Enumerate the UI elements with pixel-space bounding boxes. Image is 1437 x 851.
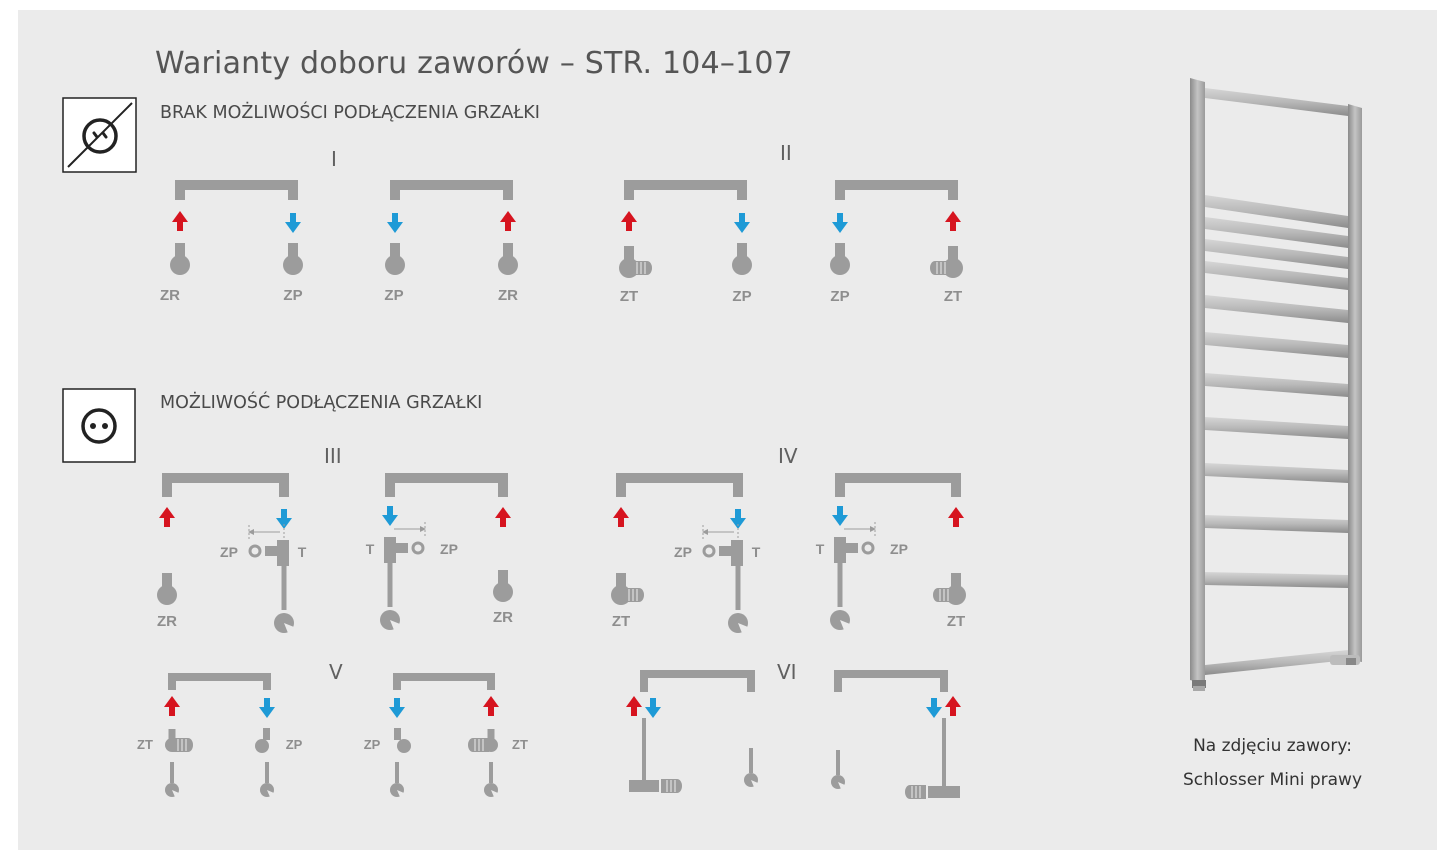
valve-label: ZR bbox=[157, 613, 177, 630]
valve-label: ZP bbox=[286, 737, 303, 752]
valve-label: T bbox=[752, 544, 761, 560]
socket-icon bbox=[62, 388, 136, 463]
valve-label: T bbox=[298, 544, 307, 560]
valve-label: ZP bbox=[890, 541, 908, 557]
radiator-illustration bbox=[1190, 78, 1362, 691]
valve-label: ZP bbox=[732, 288, 751, 305]
variant-label-2: II bbox=[780, 141, 792, 165]
variant-4-b bbox=[830, 473, 966, 630]
variant-5-a bbox=[164, 673, 275, 797]
caption-line-2: Schlosser Mini prawy bbox=[1182, 770, 1363, 790]
variant-label-3: III bbox=[324, 444, 342, 468]
section-label-with-heater: MOŻLIWOŚĆ PODŁĄCZENIA GRZAŁKI bbox=[160, 393, 483, 413]
valve-label: T bbox=[816, 541, 825, 557]
valve-label: ZT bbox=[612, 613, 630, 630]
variant-1-a bbox=[170, 180, 303, 275]
valve-label: ZT bbox=[620, 288, 638, 305]
valve-label: ZP bbox=[364, 737, 381, 752]
valve-label: ZR bbox=[498, 287, 518, 304]
variant-1-b bbox=[385, 180, 518, 275]
valve-label: ZP bbox=[220, 544, 238, 560]
valve-label: ZP bbox=[384, 287, 403, 304]
valve-label: T bbox=[366, 541, 375, 557]
valve-label: ZP bbox=[440, 541, 458, 557]
valve-label: ZR bbox=[160, 287, 180, 304]
valve-label: ZP bbox=[674, 544, 692, 560]
valve-label: ZT bbox=[512, 737, 528, 752]
variant-2-b bbox=[830, 180, 963, 278]
no-plug-icon bbox=[62, 97, 137, 173]
variant-4-a bbox=[611, 473, 748, 633]
valve-label: ZP bbox=[283, 287, 302, 304]
variant-2-a bbox=[619, 180, 752, 278]
caption-line-1: Na zdjęciu zawory: bbox=[1193, 736, 1352, 756]
valve-diagrams: ZR ZP ZP ZR ZT ZP ZP ZT ZP T ZR T ZP ZR … bbox=[137, 180, 966, 800]
valve-label: ZP bbox=[830, 288, 849, 305]
variant-3-a bbox=[157, 473, 294, 633]
valve-label: ZT bbox=[944, 288, 962, 305]
variant-label-1: I bbox=[331, 147, 337, 171]
variant-label-6: VI bbox=[777, 660, 797, 684]
valve-label: ZT bbox=[137, 737, 153, 752]
variant-6-a bbox=[626, 670, 758, 794]
variant-3-b bbox=[380, 473, 513, 630]
variant-label-5: V bbox=[329, 660, 343, 684]
variant-6-b bbox=[831, 670, 961, 800]
variant-5-b bbox=[389, 673, 499, 797]
valve-label: ZR bbox=[493, 609, 513, 626]
valve-label: ZT bbox=[947, 613, 965, 630]
variant-label-4: IV bbox=[778, 444, 798, 468]
page-title: Warianty doboru zaworów – STR. 104–107 bbox=[155, 46, 793, 81]
section-label-no-heater: BRAK MOŻLIWOŚCI PODŁĄCZENIA GRZAŁKI bbox=[160, 103, 540, 123]
